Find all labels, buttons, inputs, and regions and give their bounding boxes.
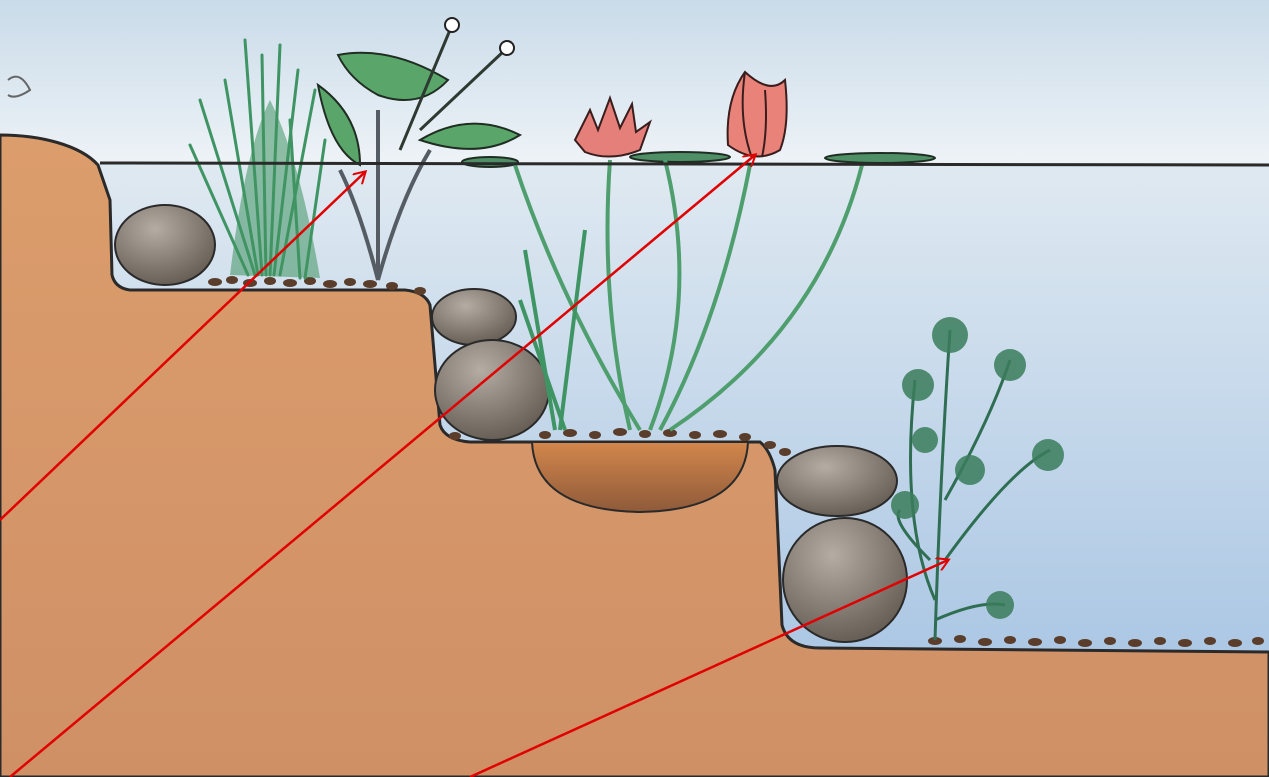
water-surface <box>100 163 1269 165</box>
